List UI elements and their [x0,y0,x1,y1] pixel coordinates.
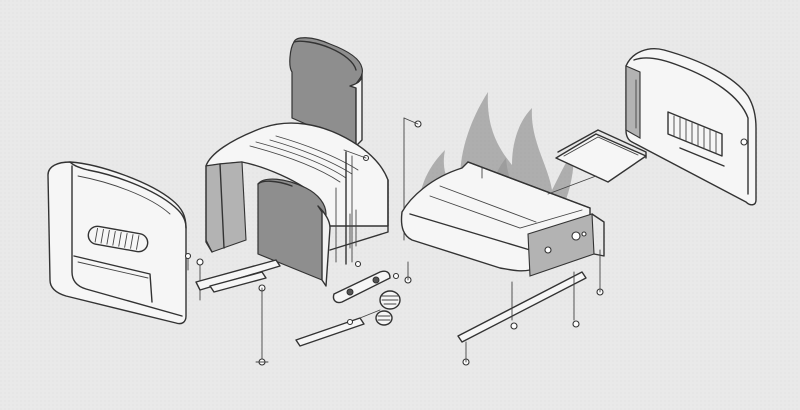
toast-slice-rear [289,37,363,147]
lever-guide-rod [295,309,381,347]
support-rail-left [195,259,281,293]
support-rail-right [457,271,587,343]
toast-slice-front [257,178,331,287]
toaster-body-shell [205,122,389,265]
crumb-tray [547,129,647,195]
control-knob [375,290,401,326]
right-end-cover [625,48,757,206]
control-plate [332,270,391,304]
left-end-cover [47,161,187,325]
base-chassis [400,161,605,277]
right-cover-vent [667,111,723,157]
screw-body-left [255,284,269,366]
screw-chassis [462,249,604,366]
screw-control [346,260,412,326]
